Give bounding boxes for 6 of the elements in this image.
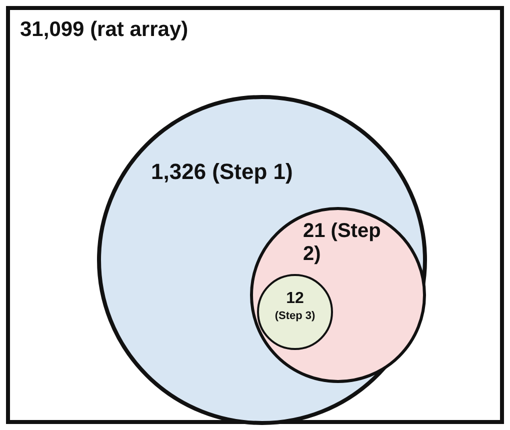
count-label: 12: [285, 290, 305, 308]
count-label: 31,099 (rat array): [20, 18, 188, 42]
count-label: 21 (Step 2): [303, 220, 382, 266]
set-frame: [6, 6, 504, 424]
count-label: (Step 3): [274, 310, 316, 322]
count-label: 1,326 (Step 1): [151, 159, 293, 185]
